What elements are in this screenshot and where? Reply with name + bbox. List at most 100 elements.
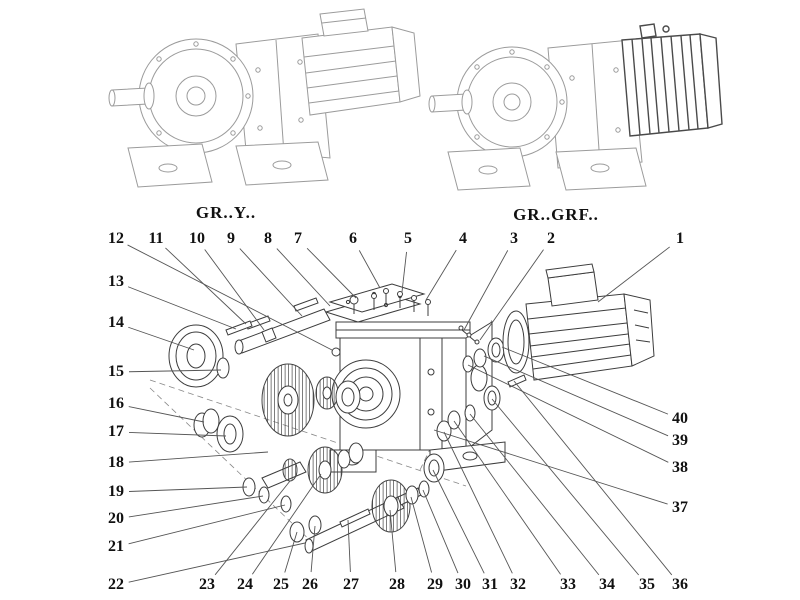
leader-line-12: [127, 244, 333, 351]
leader-line-9: [239, 248, 303, 317]
leader-line-21: [128, 504, 286, 545]
callout-4: 4: [459, 230, 467, 247]
callout-10: 10: [189, 230, 205, 247]
top-view-gr-y-drawing: [108, 8, 421, 188]
spacer: [202, 408, 220, 434]
leader-line-39: [483, 355, 669, 437]
callout-34: 34: [599, 576, 615, 593]
leader-line-6: [358, 250, 381, 289]
callout-15: 15: [108, 363, 124, 380]
callout-8: 8: [264, 230, 272, 247]
bearing-mid: [335, 380, 361, 414]
leader-line-32: [443, 431, 513, 574]
leader-line-40: [501, 346, 669, 415]
callout-6: 6: [349, 230, 357, 247]
leader-line-7: [306, 247, 357, 299]
leader-line-4: [425, 249, 457, 301]
gear-large: [261, 363, 315, 437]
ring: [447, 410, 461, 430]
bearing-output: [423, 453, 445, 483]
callout-29: 29: [427, 576, 443, 593]
circlip: [216, 357, 230, 379]
callout-5: 5: [404, 230, 412, 247]
callout-14: 14: [108, 314, 124, 331]
ring: [348, 442, 364, 464]
callout-19: 19: [108, 483, 124, 500]
gear-second: [307, 446, 343, 494]
view-label-gr-grf: GR..GRF..: [513, 205, 599, 224]
leader-line-23: [214, 480, 291, 576]
leader-line-13: [127, 286, 237, 330]
callout-23: 23: [199, 576, 215, 593]
leader-line-24: [251, 473, 322, 575]
leader-line-18: [128, 451, 269, 463]
callout-26: 26: [302, 576, 318, 593]
leader-line-3: [463, 250, 509, 331]
callout-7: 7: [294, 230, 302, 247]
leader-line-8: [276, 248, 331, 307]
callout-30: 30: [455, 576, 471, 593]
leader-line-17: [128, 432, 227, 437]
callout-32: 32: [510, 576, 526, 593]
leader-line-25: [284, 531, 298, 573]
leader-line-31: [432, 469, 485, 574]
callout-39: 39: [672, 432, 688, 449]
callout-3: 3: [510, 230, 518, 247]
callout-36: 36: [672, 576, 688, 593]
callout-28: 28: [389, 576, 405, 593]
callout-17: 17: [108, 423, 124, 440]
callout-18: 18: [108, 454, 124, 471]
bearing-input: [216, 415, 244, 453]
callout-38: 38: [672, 459, 688, 476]
callout-35: 35: [639, 576, 655, 593]
leader-line-37: [433, 429, 668, 505]
leader-line-19: [128, 486, 248, 492]
callout-13: 13: [108, 273, 124, 290]
motor: [502, 263, 655, 381]
ring: [418, 480, 430, 498]
leader-line-10: [204, 249, 265, 331]
leader-line-1: [597, 246, 670, 303]
leader-lines: [127, 244, 673, 583]
exploded-view-drawing: [149, 263, 655, 554]
motor-shaft-parts: [458, 325, 505, 373]
callout-12: 12: [108, 230, 124, 247]
callout-40: 40: [672, 410, 688, 427]
callout-11: 11: [148, 230, 164, 247]
seal-ring: [168, 324, 224, 388]
leader-line-11: [165, 247, 247, 325]
leader-line-26: [310, 525, 316, 573]
leader-line-2: [479, 249, 544, 341]
leader-line-38: [467, 364, 669, 463]
callout-24: 24: [237, 576, 253, 593]
input-shaft-assembly: [225, 297, 331, 355]
callout-22: 22: [108, 576, 124, 593]
callout-33: 33: [560, 576, 576, 593]
callout-16: 16: [108, 395, 124, 412]
leader-line-28: [389, 509, 397, 573]
washer: [308, 515, 322, 535]
leader-line-20: [128, 495, 264, 518]
grf-brake-block: [621, 23, 723, 137]
callout-27: 27: [343, 576, 359, 593]
callout-37: 37: [672, 499, 688, 516]
callout-25: 25: [273, 576, 289, 593]
leader-line-29: [410, 496, 433, 573]
leader-line-34: [469, 413, 600, 576]
callout-2: 2: [547, 230, 555, 247]
leader-line-35: [491, 398, 640, 576]
leader-line-16: [128, 406, 205, 423]
leader-line-27: [347, 519, 351, 573]
callout-31: 31: [482, 576, 498, 593]
leader-line-30: [422, 489, 459, 574]
leader-line-5: [401, 251, 407, 293]
callout-1: 1: [676, 230, 684, 247]
callout-20: 20: [108, 510, 124, 527]
leader-line-14: [128, 326, 195, 351]
leader-line-33: [453, 420, 561, 575]
washer: [280, 495, 292, 513]
leader-line-36: [513, 380, 673, 576]
